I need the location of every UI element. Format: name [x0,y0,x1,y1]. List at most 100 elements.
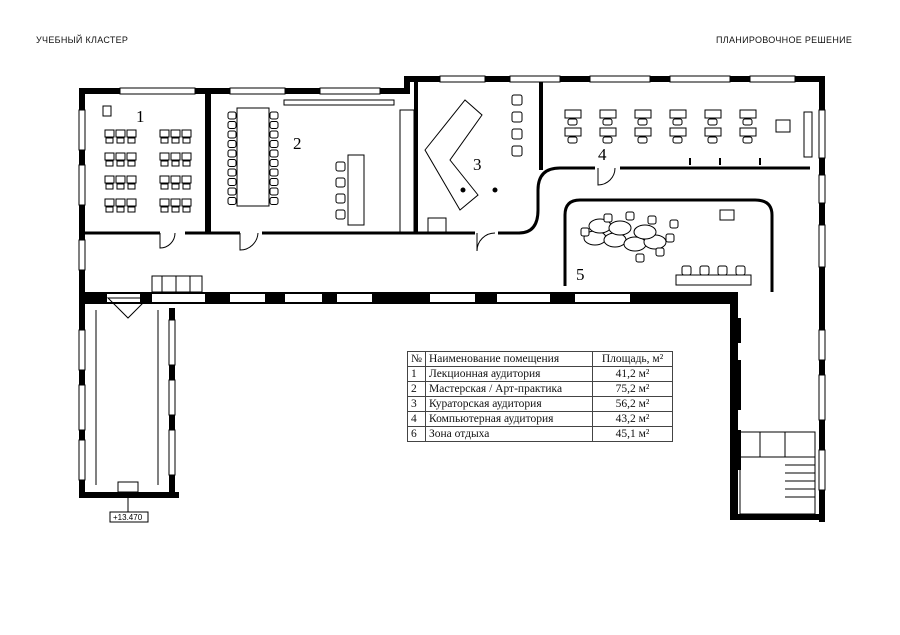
chair [699,265,710,276]
chair [171,206,180,213]
chair [182,183,191,190]
chair [580,227,590,237]
room-label-1: 1 [136,107,145,126]
desk [126,198,137,207]
chair [635,253,645,263]
chair [182,206,191,213]
point [492,187,498,193]
table-cell-num: 1 [407,366,426,382]
sheet-title: УЧЕБНЫЙ КЛАСТЕР [36,35,129,45]
lower-wing [95,275,203,493]
chair [655,247,665,257]
chair [227,159,237,167]
room-area-table: № Наименование помещения Площадь, м² 1 Л… [407,351,673,442]
table-row: 1 Лекционная аудитория 41,2 м² [407,366,673,382]
computer-desk [634,109,652,119]
chair [742,136,753,144]
chair [511,128,523,140]
shelf [283,99,395,106]
room-label-3: 3 [473,155,482,174]
desk [181,198,192,207]
chair [127,183,136,190]
chair [227,178,237,186]
chair [160,206,169,213]
table-cell-area: 56,2 м² [591,396,673,412]
table-header-num: № [407,351,426,367]
chair [116,160,125,167]
table-cell-name: Мастерская / Арт-практика [424,381,593,397]
chair [269,121,279,129]
table-cell-area: 43,2 м² [591,411,673,427]
chair [116,137,125,144]
chair [335,209,346,220]
chair [182,137,191,144]
chair [335,177,346,188]
computer-desk [599,127,617,137]
computer-desk [704,109,722,119]
chair [269,197,279,205]
stairs [739,431,816,515]
workbench [347,154,365,226]
chair [127,137,136,144]
chair [335,193,346,204]
chair [227,140,237,148]
chair [511,145,523,157]
chair [269,130,279,139]
desk [115,175,126,184]
small-table [719,209,735,221]
chair [105,183,114,190]
desk [159,129,170,138]
chair [511,111,523,123]
curator-desk [424,99,483,211]
desk [104,198,115,207]
desk [170,152,181,161]
chair [335,161,346,172]
chair [707,136,718,144]
chair [637,136,648,144]
chair [603,213,613,223]
chair [227,168,237,177]
chair [227,111,237,120]
chair [707,118,718,126]
computer-desk [564,127,582,137]
table-cell-area: 41,2 м² [591,366,673,382]
desk [115,198,126,207]
chair [227,187,237,196]
room-label-2: 2 [293,134,302,153]
chair [227,121,237,129]
computer-desk [739,127,757,137]
chair [647,215,657,225]
chair [227,130,237,139]
chair [602,136,613,144]
table-cell-num: 2 [407,381,426,397]
doors [159,167,616,252]
chair [669,219,679,229]
desk [126,175,137,184]
table-row: 4 Компьютерная аудитория 43,2 м² [407,411,673,427]
furniture [102,94,791,276]
windows [78,75,826,491]
computer-desk [669,127,687,137]
chair [160,160,169,167]
desk [104,152,115,161]
chair [227,197,237,205]
chair [160,137,169,144]
table-cell-num: 4 [407,411,426,427]
desk [115,152,126,161]
table-header-name: Наименование помещения [424,351,593,367]
table-header-area: Площадь, м² [591,351,673,367]
table-row: 6 Зона отдыха 45,1 м² [407,426,673,442]
chair [116,206,125,213]
elevation-label: +13.470 [113,513,143,522]
desk [170,198,181,207]
table-row: 3 Кураторская аудитория 56,2 м² [407,396,673,412]
chair [672,136,683,144]
desk [181,129,192,138]
chair [567,118,578,126]
desk [159,152,170,161]
desk [170,129,181,138]
chair [625,211,635,221]
chair [182,160,191,167]
chair [105,137,114,144]
